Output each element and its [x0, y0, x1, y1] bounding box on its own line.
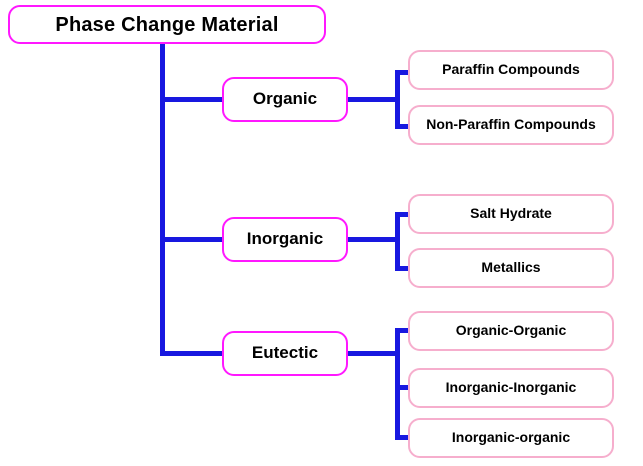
connector-inorganic-spine: [395, 212, 400, 271]
node-leaf-metallics[interactable]: Metallics: [408, 248, 614, 288]
connector-inorganic-out: [347, 237, 400, 242]
node-leaf-inorganic-inorganic[interactable]: Inorganic-Inorganic: [408, 368, 614, 408]
node-leaf-non-paraffin-compounds[interactable]: Non-Paraffin Compounds: [408, 105, 614, 145]
connector-organic-to-nonparaffin: [395, 124, 410, 129]
node-branch-eutectic[interactable]: Eutectic: [222, 331, 348, 376]
node-branch-inorganic[interactable]: Inorganic: [222, 217, 348, 262]
node-leaf-salt-hydrate[interactable]: Salt Hydrate: [408, 194, 614, 234]
node-branch-organic[interactable]: Organic: [222, 77, 348, 122]
node-leaf-organic-organic-label: Organic-Organic: [455, 322, 567, 339]
connector-root-stub: [160, 42, 165, 54]
node-leaf-paraffin-compounds-label: Paraffin Compounds: [442, 61, 580, 78]
connector-trunk-vertical: [160, 42, 165, 356]
node-branch-eutectic-label: Eutectic: [251, 343, 319, 363]
connector-organic-out: [347, 97, 400, 102]
connector-inorganic-to-salt-hydrate: [395, 212, 410, 217]
connector-trunk-to-inorganic: [160, 237, 224, 242]
node-leaf-inorganic-inorganic-label: Inorganic-Inorganic: [445, 379, 577, 396]
connector-eutectic-to-organic-organic: [395, 328, 410, 333]
connector-eutectic-spine: [395, 328, 400, 440]
connector-eutectic-to-inorganic-inorganic: [395, 385, 410, 390]
node-root-label: Phase Change Material: [55, 13, 279, 36]
node-leaf-paraffin-compounds[interactable]: Paraffin Compounds: [408, 50, 614, 90]
node-leaf-salt-hydrate-label: Salt Hydrate: [470, 205, 552, 222]
connector-trunk-to-organic: [160, 97, 224, 102]
node-branch-organic-label: Organic: [252, 89, 318, 109]
connector-organic-spine: [395, 70, 400, 129]
node-leaf-metallics-label: Metallics: [481, 259, 541, 276]
node-leaf-organic-organic[interactable]: Organic-Organic: [408, 311, 614, 351]
node-leaf-non-paraffin-compounds-label: Non-Paraffin Compounds: [426, 116, 596, 133]
connector-eutectic-to-inorganic-organic: [395, 435, 410, 440]
node-branch-inorganic-label: Inorganic: [246, 229, 324, 249]
node-root-phase-change-material[interactable]: Phase Change Material: [8, 5, 326, 44]
connector-trunk-to-eutectic: [160, 351, 224, 356]
connector-eutectic-out: [347, 351, 400, 356]
node-leaf-inorganic-organic-label: Inorganic-organic: [451, 429, 571, 446]
node-leaf-inorganic-organic[interactable]: Inorganic-organic: [408, 418, 614, 458]
connector-inorganic-to-metallics: [395, 266, 410, 271]
connector-organic-to-paraffin: [395, 70, 410, 75]
